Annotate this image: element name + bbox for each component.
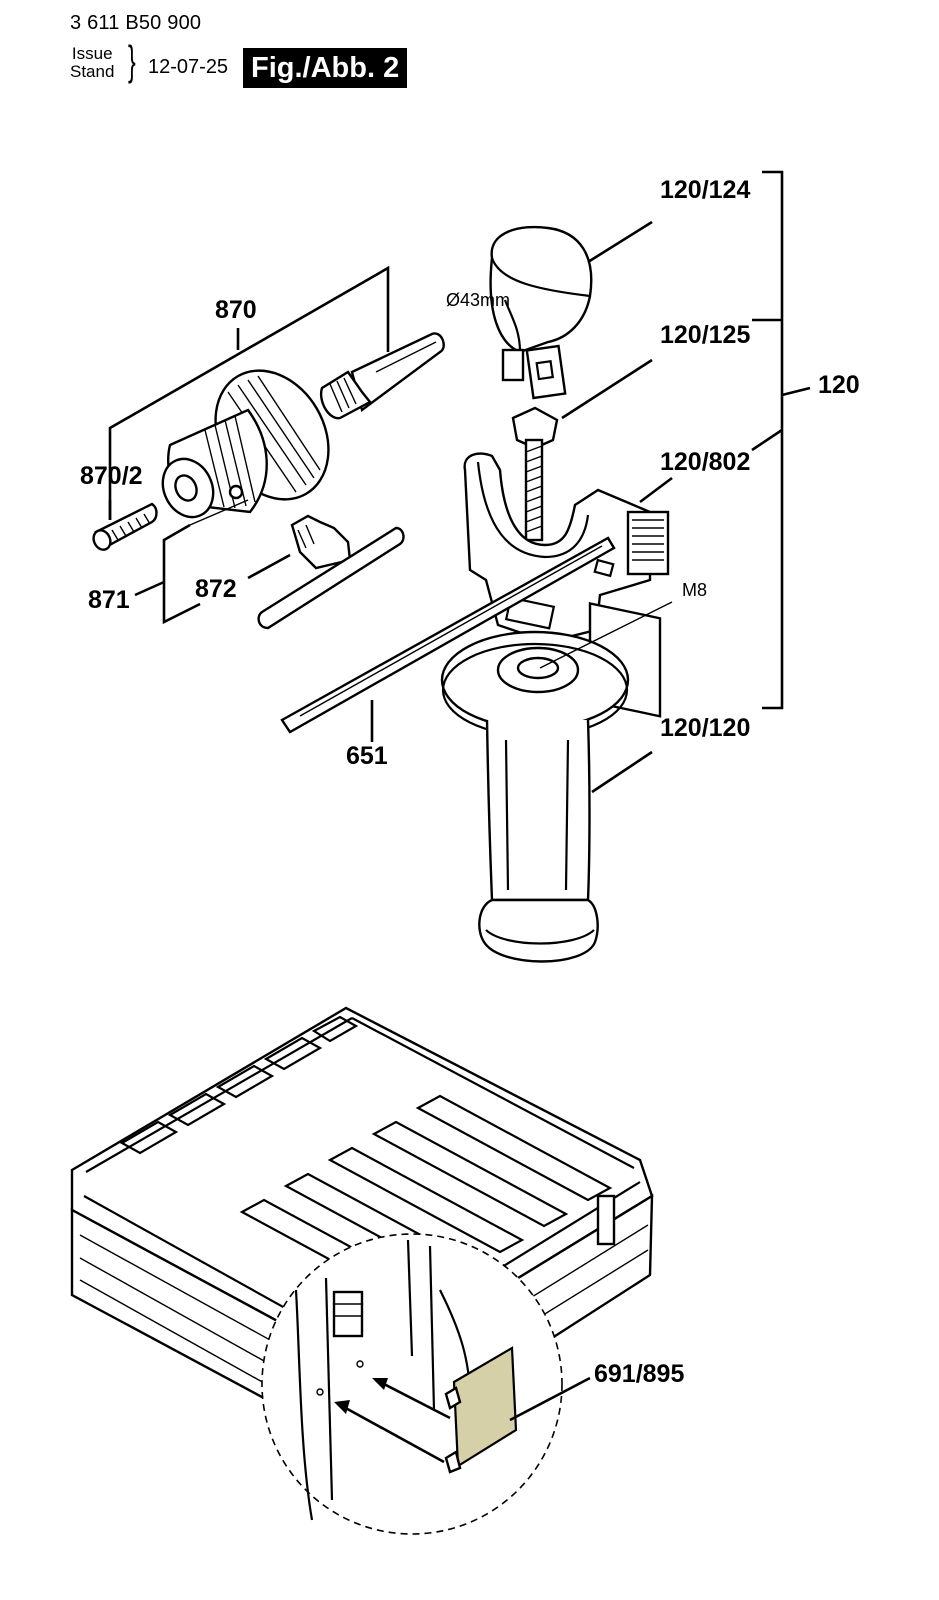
chuck-screw — [92, 500, 158, 551]
callout-872: 872 — [195, 575, 237, 603]
thread-annotation: M8 — [682, 580, 707, 600]
chuck-key — [247, 514, 405, 630]
clamp-screw — [511, 358, 653, 542]
depth-rod — [280, 536, 616, 742]
callout-871: 871 — [88, 586, 130, 614]
clamp-band — [489, 220, 653, 400]
issue-date: 12-07-25 — [148, 56, 229, 78]
issue-label: Issue — [71, 44, 113, 63]
callout-651: 651 — [346, 742, 388, 770]
callout-120-120: 120/120 — [660, 714, 750, 742]
callout-120: 120 — [818, 371, 860, 399]
bracket-871 — [134, 499, 249, 625]
chuck-adapter — [319, 332, 445, 420]
callout-870-2: 870/2 — [80, 462, 143, 490]
detail-magnifier — [261, 1233, 591, 1535]
stand-label: Stand — [70, 62, 115, 81]
bracket-120 — [751, 170, 811, 710]
figure-label: Fig./Abb. 2 — [243, 48, 408, 88]
callout-120-125: 120/125 — [660, 321, 750, 349]
callout-870: 870 — [215, 296, 257, 324]
callout-691-895: 691/895 — [594, 1360, 684, 1388]
issue-stand-labels: Issue Stand — [70, 45, 114, 81]
callout-120-124: 120/124 — [660, 176, 750, 204]
keyed-chuck — [161, 369, 330, 519]
side-handle-grip — [440, 601, 673, 963]
part-number: 3 611 B50 900 — [70, 12, 202, 34]
diameter-annotation: Ø43mm — [446, 290, 510, 310]
callout-120-802: 120/802 — [660, 448, 750, 476]
brace-glyph: } — [128, 37, 136, 84]
bracket-870 — [108, 265, 390, 520]
